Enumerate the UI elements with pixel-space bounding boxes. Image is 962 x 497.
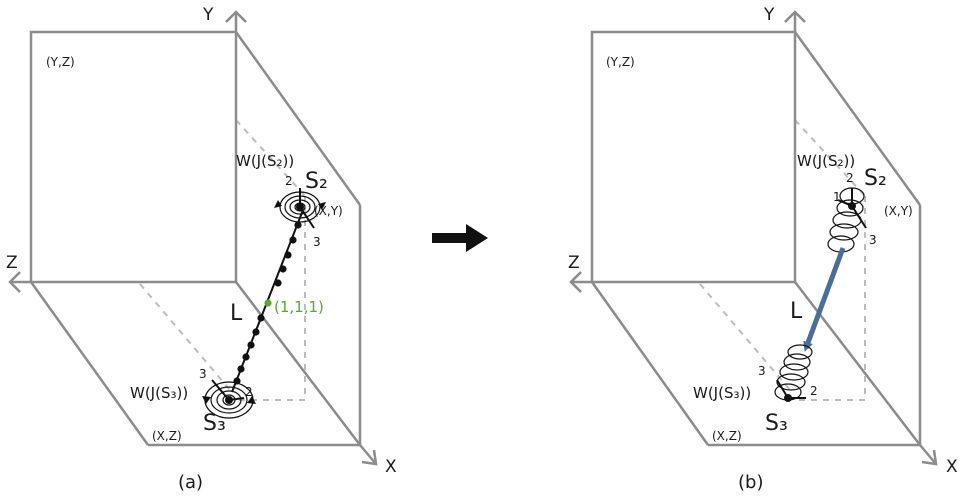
panel-a-frame: [8, 10, 378, 466]
caption-b: (b): [738, 472, 763, 493]
panel-a: Y Z X (Y,Z) (X,Y) (X,Z): [6, 5, 397, 493]
x-axis-label: X: [946, 457, 958, 477]
panel-b-hidden-edges: [699, 119, 866, 401]
z-axis-label: Z: [568, 253, 580, 273]
panel-b: Y Z X (Y,Z) (X,Y) (X,Z) 2 1 3 W(J(S₂)) S…: [568, 5, 958, 493]
plane-xy-label: (X,Y): [314, 204, 343, 218]
plane-xz-label: (X,Z): [712, 429, 742, 443]
plane-xz-label: (X,Z): [152, 429, 182, 443]
s3-number-3: 3: [199, 367, 207, 381]
s2-number-3: 3: [869, 233, 877, 247]
y-axis-label: Y: [202, 5, 214, 25]
s3-number-2: 2: [245, 385, 253, 399]
s3-spiral-a: [202, 379, 256, 419]
w-s3-label: W(J(S₃)): [130, 384, 188, 402]
plane-xy-label: (X,Y): [884, 204, 913, 218]
s2-number-2: 2: [285, 174, 293, 188]
s2-number-2: 2: [846, 171, 854, 185]
link-label: L: [790, 299, 803, 324]
w-s2-label: W(J(S₂)): [797, 152, 855, 170]
y-axis-label: Y: [763, 5, 775, 25]
x-axis-label: X: [385, 457, 397, 477]
z-axis-label: Z: [6, 253, 18, 273]
point-label: (1,1,1): [274, 298, 324, 316]
s2-spiral-a: [274, 188, 326, 229]
s2-label: S₂: [305, 169, 328, 194]
s3-number-3: 3: [758, 364, 766, 378]
plane-yz-label: (Y,Z): [606, 55, 635, 69]
link-arrow-b: [803, 247, 846, 352]
s2-number-1: 1: [833, 190, 841, 204]
point-1-1-1: [264, 299, 272, 307]
s3-label: S₃: [203, 411, 226, 436]
s3-coil-b: [774, 344, 813, 402]
w-s2-label: W(J(S₂)): [236, 152, 294, 170]
right-arrow-icon: [432, 224, 488, 252]
panel-b-frame: [569, 10, 938, 466]
s2-number-3: 3: [313, 235, 321, 249]
w-s3-label: W(J(S₃)): [693, 384, 751, 402]
s2-label: S₂: [864, 166, 887, 191]
plane-yz-label: (Y,Z): [46, 55, 75, 69]
link-line-a: [231, 209, 304, 393]
caption-a: (a): [178, 472, 203, 493]
panel-a-hidden-edges: [139, 119, 306, 401]
s3-label: S₃: [765, 411, 788, 436]
s3-number-2: 2: [810, 384, 818, 398]
link-label: L: [230, 301, 243, 326]
